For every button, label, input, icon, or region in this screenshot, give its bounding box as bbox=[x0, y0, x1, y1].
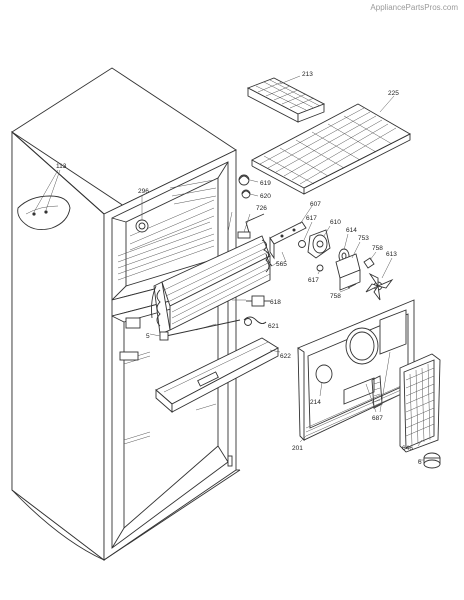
callout-labels: 113 213 225 296 619 620 726 607 617 610 … bbox=[56, 71, 422, 466]
part-607-fan-bracket bbox=[269, 205, 313, 260]
refrigerator-cabinet bbox=[11, 67, 241, 561]
callout-687: 687 bbox=[372, 415, 383, 422]
part-753-motor-mount bbox=[335, 241, 361, 291]
callout-646: 646 bbox=[402, 445, 413, 452]
callout-758-bottom: 758 bbox=[330, 293, 341, 300]
part-758-fan-blade-clip bbox=[363, 251, 377, 269]
callout-614: 614 bbox=[346, 227, 357, 234]
callout-5: 5 bbox=[146, 333, 150, 340]
part-6-foot bbox=[423, 452, 441, 469]
callout-213: 213 bbox=[302, 71, 313, 78]
callout-617-bottom: 617 bbox=[308, 277, 319, 284]
callout-565: 565 bbox=[276, 261, 287, 268]
part-610-fan-motor bbox=[307, 225, 331, 259]
part-617-screw bbox=[298, 221, 313, 248]
callout-6: 6 bbox=[418, 459, 422, 466]
part-613-fan-blade bbox=[365, 257, 394, 301]
callout-613: 613 bbox=[386, 251, 397, 258]
callout-617-top: 617 bbox=[306, 215, 317, 222]
leader-lines bbox=[141, 196, 424, 461]
part-617b-screw bbox=[316, 264, 324, 275]
part-5-harness bbox=[149, 285, 241, 341]
callout-618: 618 bbox=[270, 299, 281, 306]
callout-225: 225 bbox=[388, 90, 399, 97]
part-201-evaporator-cover bbox=[297, 299, 415, 442]
callout-758-top: 758 bbox=[372, 245, 383, 252]
part-618-thermostat bbox=[246, 295, 270, 307]
callout-726: 726 bbox=[256, 205, 267, 212]
callout-620: 620 bbox=[260, 193, 271, 200]
parts-619-620-clips bbox=[238, 174, 259, 199]
callout-296: 296 bbox=[138, 188, 149, 195]
part-726-evaporator bbox=[153, 213, 271, 335]
callout-214: 214 bbox=[310, 399, 321, 406]
callout-201: 201 bbox=[292, 445, 303, 452]
callout-610: 610 bbox=[330, 219, 341, 226]
part-622-drain-trough bbox=[155, 337, 281, 413]
callout-621: 621 bbox=[268, 323, 279, 330]
callout-753: 753 bbox=[358, 235, 369, 242]
part-213-ice-tray bbox=[246, 75, 326, 123]
part-758b-screw bbox=[339, 283, 357, 293]
part-113-bracket bbox=[17, 169, 71, 231]
watermark: AppliancePartsPros.com bbox=[370, 3, 458, 12]
callout-619: 619 bbox=[260, 180, 271, 187]
callout-607: 607 bbox=[310, 201, 321, 208]
callout-622: 622 bbox=[280, 353, 291, 360]
part-646-grille-cover bbox=[371, 353, 441, 453]
callout-113: 113 bbox=[56, 163, 67, 170]
part-565-heater-wire bbox=[265, 253, 279, 267]
part-621-thermistor bbox=[243, 316, 267, 326]
part-225-wire-shelf bbox=[251, 95, 411, 195]
